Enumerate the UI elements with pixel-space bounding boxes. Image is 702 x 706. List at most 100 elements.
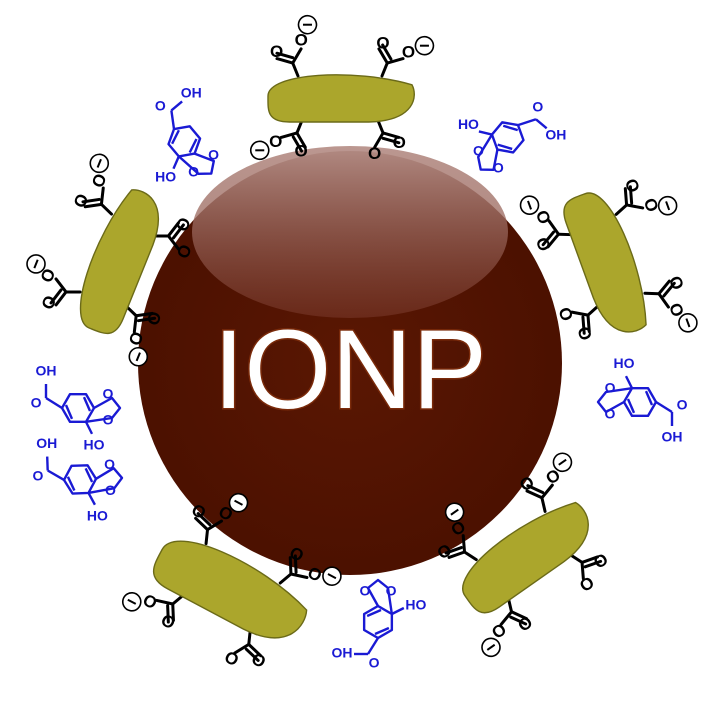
svg-text:O: O [573,324,595,343]
svg-text:O: O [270,42,283,61]
svg-text:O: O [103,386,114,402]
svg-text:HO: HO [458,116,479,132]
svg-text:O: O [402,43,415,62]
carboxylate-group: OO [70,153,113,216]
negative-charge-icon [249,140,270,161]
svg-text:O: O [532,208,554,227]
svg-text:O: O [103,412,114,428]
svg-text:O: O [368,144,381,163]
svg-text:OH: OH [545,127,566,143]
negative-charge-icon [121,592,142,612]
negative-charge-icon [297,14,318,35]
svg-text:O: O [104,456,115,472]
svg-text:O: O [88,171,111,190]
negative-charge-icon [228,492,249,513]
svg-text:HO: HO [87,507,108,523]
svg-text:O: O [576,573,598,596]
svg-text:O: O [665,273,687,292]
carboxylate-group: OO [643,273,698,333]
carboxylate-group: OO [614,176,678,216]
core-label: IONP [213,307,487,432]
svg-text:O: O [590,550,612,573]
carboxylate-group: OO [26,254,82,312]
carboxylate-group: OO [124,304,166,367]
svg-text:OH: OH [332,645,353,661]
svg-text:O: O [532,98,543,114]
negative-charge-icon [128,346,149,367]
svg-text:OH: OH [181,84,202,100]
svg-text:O: O [32,468,43,484]
svg-text:HO: HO [405,597,426,613]
carboxylate-group: OO [368,118,406,163]
svg-text:OH: OH [36,435,57,451]
negative-charge-icon [26,254,46,274]
svg-text:O: O [360,583,371,599]
svg-text:O: O [105,482,116,498]
svg-text:O: O [376,34,389,53]
carboxylate-group: OO [519,195,575,254]
negative-charge-icon [322,566,342,586]
svg-text:OH: OH [36,363,57,379]
svg-text:O: O [295,141,308,160]
svg-text:O: O [369,655,380,671]
negative-charge-icon [519,195,540,215]
svg-text:O: O [173,242,196,261]
carboxylate-group: OO [152,215,196,261]
carboxylate-group: OO [121,590,185,633]
core-gloss-highlight [192,146,508,318]
svg-text:HO: HO [155,169,176,185]
svg-text:O: O [172,215,195,234]
svg-text:HO: HO [614,355,635,371]
negative-charge-icon [552,452,573,473]
carboxylate-group: OO [554,304,600,343]
svg-text:O: O [665,301,687,320]
svg-text:O: O [125,329,148,348]
svg-text:O: O [493,159,504,175]
negative-charge-icon [657,195,678,216]
svg-text:O: O [393,133,406,152]
svg-text:O: O [605,380,616,396]
svg-text:HO: HO [84,437,105,453]
svg-text:O: O [605,406,616,422]
svg-text:O: O [554,305,576,324]
svg-text:O: O [70,191,93,210]
svg-text:O: O [621,176,643,195]
svg-text:O: O [677,397,688,413]
nanoparticle-core: IONP [138,146,562,575]
svg-text:O: O [38,293,61,312]
svg-text:O: O [532,235,554,254]
negative-charge-icon [678,312,698,333]
svg-text:O: O [295,31,308,50]
svg-text:O: O [143,309,166,328]
svg-text:O: O [155,97,166,113]
svg-text:O: O [640,196,662,215]
svg-text:O: O [386,583,397,599]
negative-charge-icon [89,153,110,174]
negative-charge-icon [481,637,501,658]
svg-text:O: O [188,163,199,179]
svg-text:O: O [158,610,179,633]
negative-charge-icon [444,502,465,522]
svg-text:OH: OH [662,429,683,445]
carboxylate-group: OO [270,14,318,78]
svg-text:O: O [140,590,161,613]
svg-text:O: O [31,395,42,411]
negative-charge-icon [414,35,435,56]
svg-text:O: O [269,132,282,151]
svg-text:O: O [473,143,484,159]
svg-text:O: O [208,147,219,163]
